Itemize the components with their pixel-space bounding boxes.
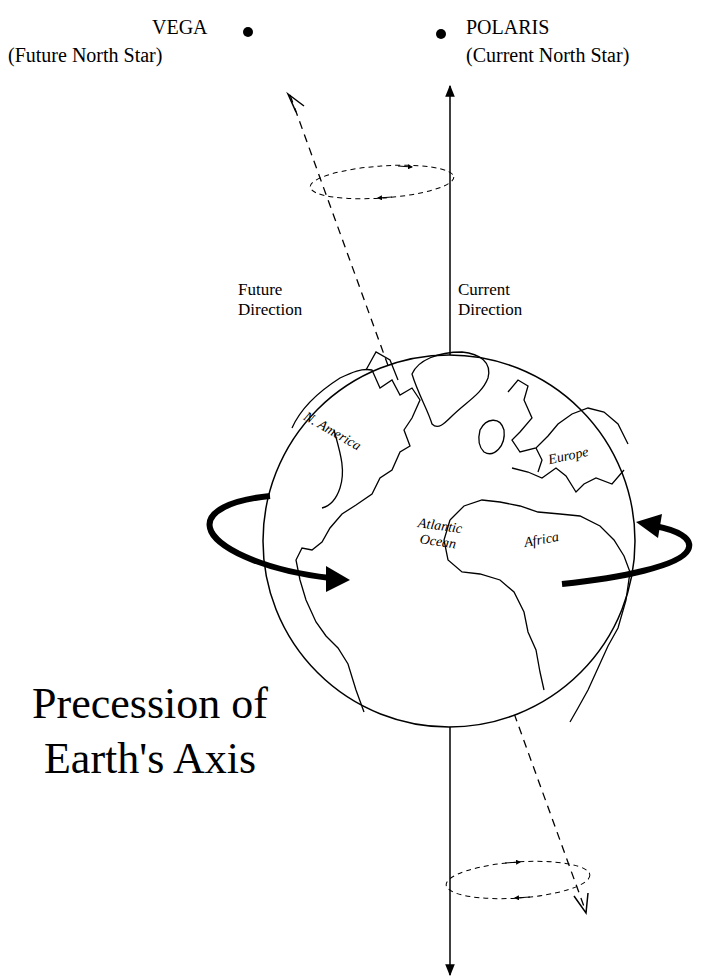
- future-axis-head: [288, 94, 304, 112]
- earth-globe: [263, 355, 635, 727]
- future-axis-head: [574, 893, 588, 913]
- star-note: (Current North Star): [466, 44, 629, 67]
- vega-star: [243, 27, 253, 37]
- rotation-arrow-head: [636, 514, 662, 538]
- precession-circle: [445, 857, 591, 903]
- star-name: POLARIS: [466, 16, 549, 39]
- polaris-star: [436, 29, 446, 39]
- precession-arrow: [378, 197, 392, 198]
- rotation-arrow: [210, 496, 330, 578]
- axis-label: Current Direction: [458, 280, 538, 319]
- precession-arrow: [398, 166, 412, 167]
- precession-circle: [309, 161, 455, 203]
- rotation-arrow: [562, 526, 689, 584]
- precession-arrow: [505, 862, 520, 863]
- star-name: VEGA: [152, 16, 208, 39]
- star-note: (Future North Star): [8, 44, 162, 67]
- diagram-title: Precession of Earth's Axis: [30, 676, 270, 786]
- continent-outlines: [292, 352, 630, 722]
- precession-arrow: [515, 897, 530, 898]
- axis-label: Future Direction: [238, 280, 318, 319]
- rotation-arrow-head: [326, 566, 350, 592]
